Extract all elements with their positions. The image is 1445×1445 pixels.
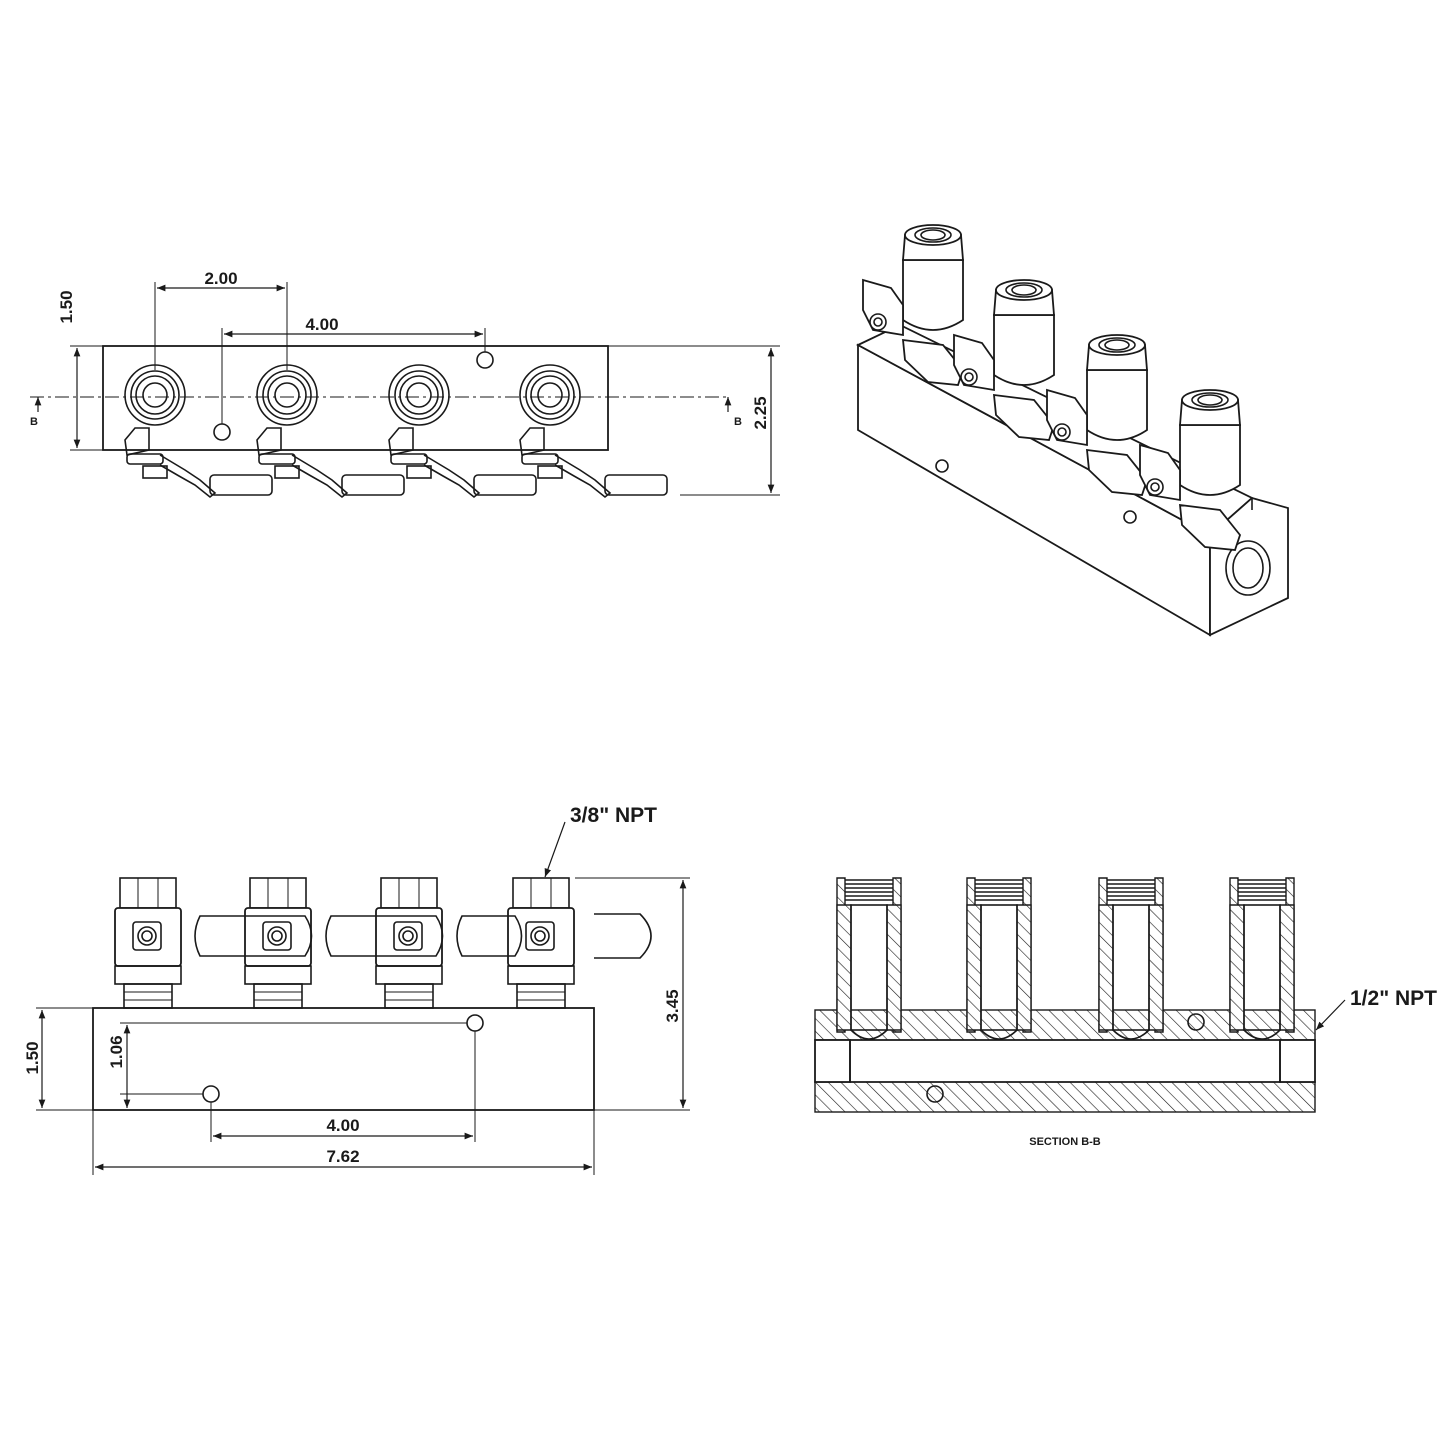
valve-iso-4 xyxy=(1139,389,1242,551)
top-view: 2.00 4.00 1.50 2.25 B B xyxy=(30,269,780,499)
valve-iso-1 xyxy=(862,224,965,386)
valve-handle xyxy=(325,915,444,957)
valve-front-4 xyxy=(507,877,575,1009)
valve-handle xyxy=(594,913,652,959)
dim-hole-span: 4.00 xyxy=(210,1031,476,1142)
callout-inlet-npt: 1/2" NPT xyxy=(1350,987,1437,1010)
section-title: SECTION B-B xyxy=(1029,1136,1101,1148)
section-marker-right: B xyxy=(724,397,742,428)
svg-text:4.00: 4.00 xyxy=(326,1116,359,1135)
front-view: 3/8" NPT 1.50 1.06 4.00 7.62 xyxy=(23,804,690,1175)
valve-iso-3 xyxy=(1046,334,1149,496)
svg-text:3.45: 3.45 xyxy=(663,989,682,1022)
callout-outlet-npt: 3/8" NPT xyxy=(570,804,657,827)
nipple-section-2 xyxy=(966,877,1032,1040)
dim-overall-height-front: 3.45 xyxy=(575,877,690,1111)
dim-hole-offset: 1.06 xyxy=(107,1022,467,1108)
dim-mount-hole-span-label: 4.00 xyxy=(305,315,338,334)
valve-handle xyxy=(194,915,313,957)
dim-mount-hole-span: 4.00 xyxy=(221,315,486,424)
mount-hole-section xyxy=(1187,1013,1205,1031)
dim-overall-height-top: 2.25 xyxy=(608,345,780,496)
nipple-section-1 xyxy=(836,877,902,1040)
svg-text:1.06: 1.06 xyxy=(107,1035,126,1068)
nipple-section-3 xyxy=(1098,877,1164,1040)
dim-body-height-top: 1.50 xyxy=(57,290,103,451)
svg-text:B: B xyxy=(30,416,38,428)
section-marker-left: B xyxy=(30,397,42,428)
dim-overall-height-top-label: 2.25 xyxy=(751,396,770,429)
valve-top-2 xyxy=(256,364,405,499)
dim-body-height-top-label: 1.50 xyxy=(57,290,76,323)
dim-overall-length: 7.62 xyxy=(92,1110,595,1175)
inlet-port-iso xyxy=(1225,540,1271,596)
valve-front-2 xyxy=(244,877,312,1009)
valve-handle xyxy=(456,915,523,957)
valve-top-3 xyxy=(388,364,537,499)
dim-port-pitch: 2.00 xyxy=(154,269,288,370)
dim-port-pitch-label: 2.00 xyxy=(204,269,237,288)
isometric-view xyxy=(856,224,1289,637)
svg-text:B: B xyxy=(734,416,742,428)
svg-text:1.50: 1.50 xyxy=(23,1041,42,1074)
nipple-section-4 xyxy=(1229,877,1295,1040)
valve-iso-2 xyxy=(953,279,1056,441)
svg-text:7.62: 7.62 xyxy=(326,1147,359,1166)
manifold-body-top xyxy=(102,345,609,451)
dim-body-height-front: 1.50 xyxy=(23,1007,93,1111)
section-view: 1/2" NPT SECTION B-B xyxy=(814,877,1437,1148)
mount-hole-section xyxy=(926,1085,944,1103)
valve-front-3 xyxy=(375,877,443,1009)
manifold-body-front xyxy=(92,1007,595,1111)
valve-front-1 xyxy=(114,877,182,1009)
valve-top-4 xyxy=(519,364,668,499)
